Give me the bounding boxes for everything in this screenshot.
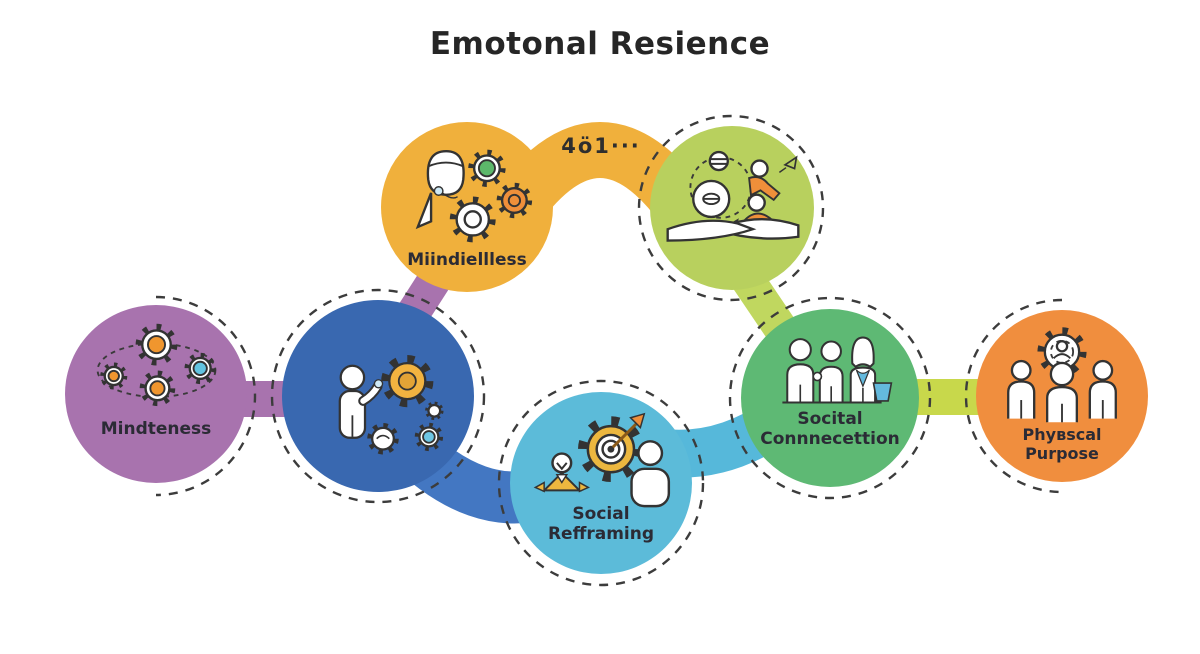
node-gears [282,300,474,492]
dashed-ring-purpose [964,298,1063,494]
dashed-ring-connnecettion [728,296,932,500]
node-social-refframing: Social Refframing [510,392,692,574]
people-group-icon [782,336,893,404]
goal-target-icon [533,412,671,508]
dashed-ring-refframing [497,379,705,587]
node-mindteness: Mindteness [65,305,247,483]
node-label-socital-connnecettion: Socital Connnecettion [760,409,900,450]
gears-network-icon [96,323,217,407]
node-helping-hands [650,126,814,290]
node-physcal-purpose: Phyвscal Purpose [976,310,1148,482]
person-gears-icon [338,355,444,455]
node-label-mindteness: Mindteness [100,419,212,439]
top-connector-label: 4ö1··· [561,134,641,158]
dashed-ring-helping-hands [637,114,825,302]
node-label-social-refframing: Social Refframing [547,504,655,545]
node-label-miindiellless: Miindiellless [407,250,527,270]
dashed-ring-gears [270,288,486,504]
node-miindiellless: Miindiellless [381,122,553,292]
node-label-physcal-purpose: Phyвscal Purpose [1022,425,1102,463]
mind-gears-icon [415,149,533,243]
diagram-title: Emotonal Resience [429,26,771,62]
node-socital-connnecettion: Socital Connnecettion [741,309,919,487]
helping-hands-icon [666,150,800,242]
person-gear-group-icon [1007,327,1117,423]
dashed-ring-mindteness [155,295,257,497]
